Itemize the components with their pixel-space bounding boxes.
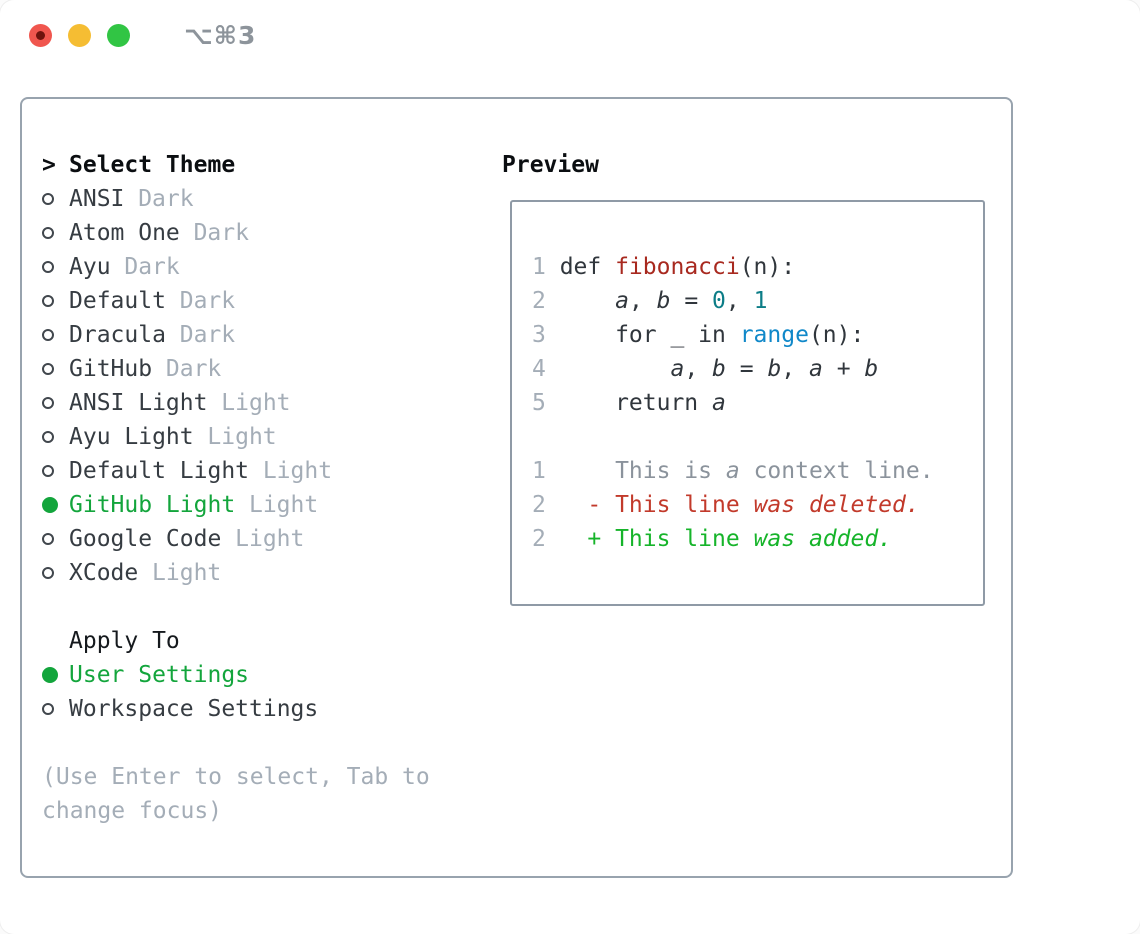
radio-unselected-icon	[42, 329, 69, 341]
line-number: 4	[532, 356, 546, 382]
code-line: 2 a, b = 0, 1	[532, 284, 971, 318]
maximize-button[interactable]	[107, 23, 130, 47]
radio-selected-icon	[42, 667, 69, 683]
apply-to-header: Apply To	[42, 624, 502, 658]
titlebar: ⌥⌘3	[0, 0, 1140, 70]
help-text: (Use Enter to select, Tab to change focu…	[42, 764, 430, 824]
diff-context-line: 1 This is a context line.	[532, 454, 971, 488]
close-dot-icon	[36, 30, 45, 40]
code-line: 4 a, b = b, a + b	[532, 352, 971, 386]
radio-unselected-icon	[42, 567, 69, 579]
radio-unselected-icon	[42, 193, 69, 205]
apply-to-title: Apply To	[69, 628, 180, 654]
radio-unselected-icon	[42, 465, 69, 477]
line-number: 1	[532, 458, 546, 484]
radio-unselected-icon	[42, 261, 69, 273]
blank-line	[532, 420, 971, 454]
line-number: 2	[532, 526, 546, 552]
line-number: 2	[532, 288, 546, 314]
window-shortcut-label: ⌥⌘3	[184, 20, 257, 50]
close-button[interactable]	[29, 23, 52, 47]
theme-list-header: > Select Theme	[42, 148, 502, 182]
line-number: 1	[532, 254, 546, 280]
radio-unselected-icon	[42, 295, 69, 307]
diff-deleted-line: 2 - This line was deleted.	[532, 488, 971, 522]
minimize-button[interactable]	[68, 23, 91, 47]
theme-list-title: Select Theme	[69, 152, 236, 178]
apply-option-workspace-settings[interactable]: Workspace Settings	[42, 692, 502, 726]
radio-unselected-icon	[42, 431, 69, 443]
radio-unselected-icon	[42, 533, 69, 545]
radio-selected-icon	[42, 497, 69, 513]
apply-option-user-settings[interactable]: User Settings	[42, 658, 502, 692]
radio-unselected-icon	[42, 397, 69, 409]
line-number: 3	[532, 322, 546, 348]
prompt-icon: >	[42, 152, 56, 178]
code-line: 3 for _ in range(n):	[532, 318, 971, 352]
line-number: 5	[532, 390, 546, 416]
code-line: 5 return a	[532, 386, 971, 420]
radio-unselected-icon	[42, 363, 69, 375]
radio-unselected-icon	[42, 703, 69, 715]
preview-title: Preview	[502, 152, 599, 178]
line-number: 2	[532, 492, 546, 518]
radio-unselected-icon	[42, 227, 69, 239]
diff-added-line: 2 + This line was added.	[532, 522, 971, 556]
